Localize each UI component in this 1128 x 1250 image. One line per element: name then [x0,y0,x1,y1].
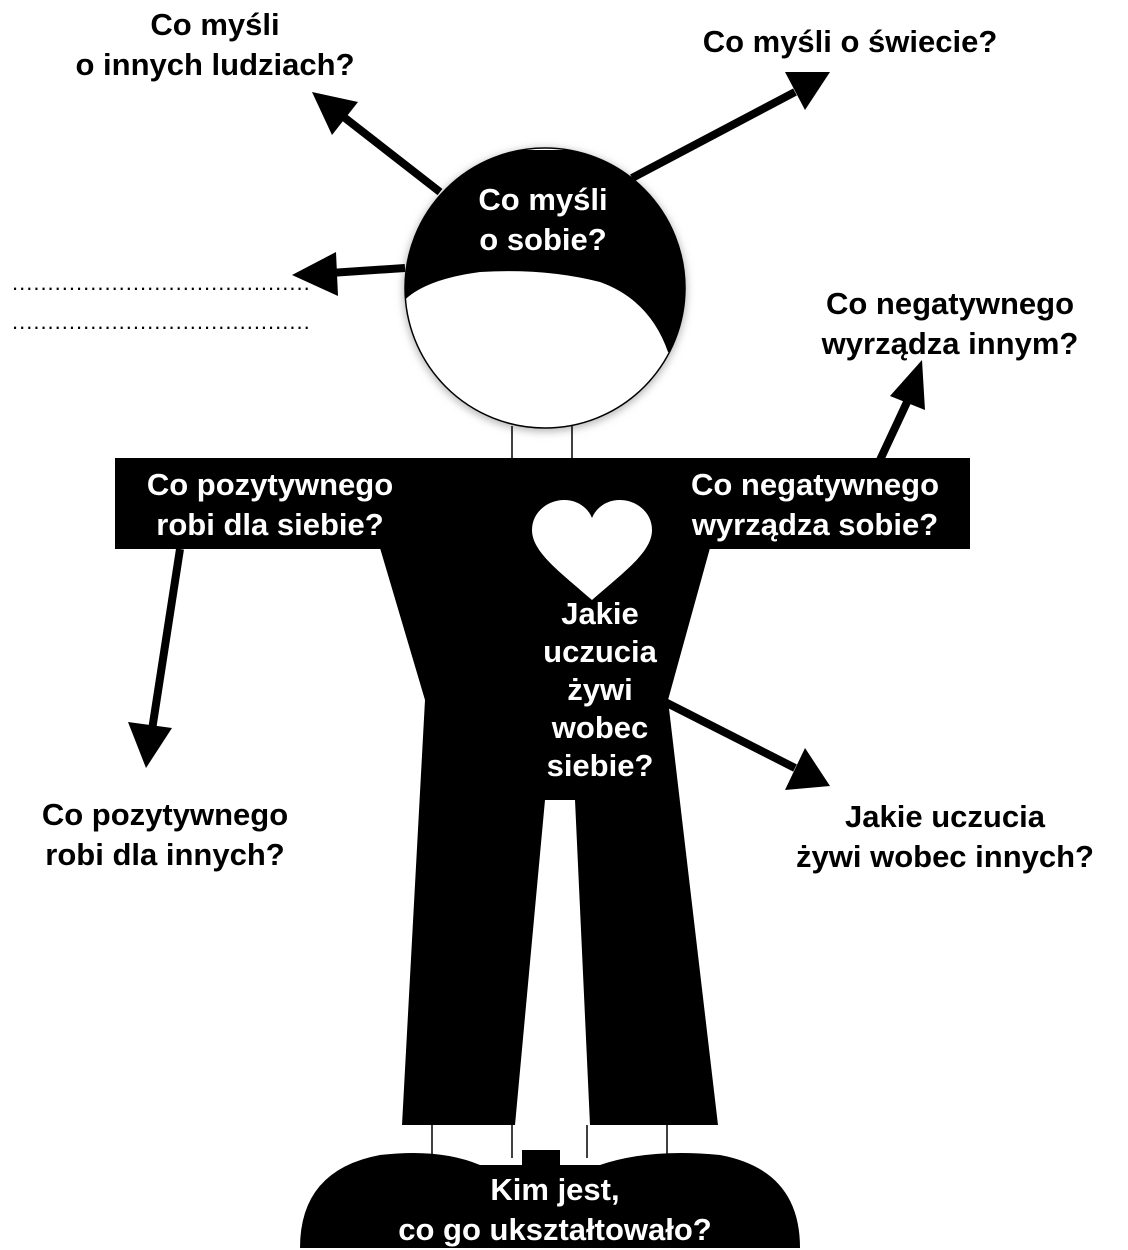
label-line: Co pozytywnego [146,467,394,502]
body-legs [380,548,718,1125]
label-line: wyrządza sobie? [691,507,939,542]
label-thoughts-self: Co myśli o sobie? [443,180,643,260]
label-line: robi dla siebie? [156,507,384,542]
hair [405,150,685,360]
label-line: siebie? [546,748,654,783]
label-line: co go ukształtowało? [398,1212,712,1247]
label-line: wyrządza innym? [821,326,1079,361]
feet [300,1150,800,1248]
label-line: uczucia [543,634,657,669]
blank-line: ........................................… [12,309,311,334]
label-line: o sobie? [479,222,607,257]
label-line: żywi wobec innych? [796,839,1094,874]
label-thoughts-world: Co myśli o świecie? [702,24,998,59]
arrow-head [890,360,925,410]
arrow-head [312,92,358,135]
label-line: Jakie [561,596,639,631]
label-line: Co myśli [150,7,280,42]
label-line: Co negatywnego [690,467,939,502]
label-feelings-others: Jakie uczucia żywi wobec innych? [770,797,1120,877]
arrow-head [292,252,338,296]
label-positive-self: Co pozytywnego robi dla siebie? [115,465,425,545]
arrow-head [128,722,172,768]
label-line: Kim jest, [490,1172,620,1207]
arrow-line [663,698,797,772]
arrows [128,72,925,790]
arrow-line [630,88,797,182]
label-line: Jakie uczucia [845,799,1045,834]
blank-line: ........................................… [12,270,311,295]
label-line: Co pozytywnego [41,797,289,832]
arrow-head [785,748,830,790]
label-line: wobec [551,710,649,745]
label-feelings-self: Jakie uczucia żywi wobec siebie? [520,595,680,785]
arrow-line [329,264,406,277]
arrow-head [785,72,830,110]
arrow-line [342,114,443,196]
label-line: robi dla innych? [45,837,285,872]
label-negative-self: Co negatywnego wyrządza sobie? [660,465,970,545]
arrow-line [148,548,184,731]
label-line: żywi [567,672,633,707]
label-identity: Kim jest, co go ukształtowało? [370,1170,740,1250]
label-positive-others: Co pozytywnego robi dla innych? [10,795,320,875]
arrow-line [876,398,912,462]
label-line: Co negatywnego [825,286,1074,321]
label-negative-others: Co negatywnego wyrządza innym? [790,284,1110,364]
heart-icon [532,500,652,600]
label-thoughts-others: Co myśli o innych ludziach? [45,5,385,85]
label-line: o innych ludziach? [75,47,355,82]
label-line: Co myśli [478,182,608,217]
